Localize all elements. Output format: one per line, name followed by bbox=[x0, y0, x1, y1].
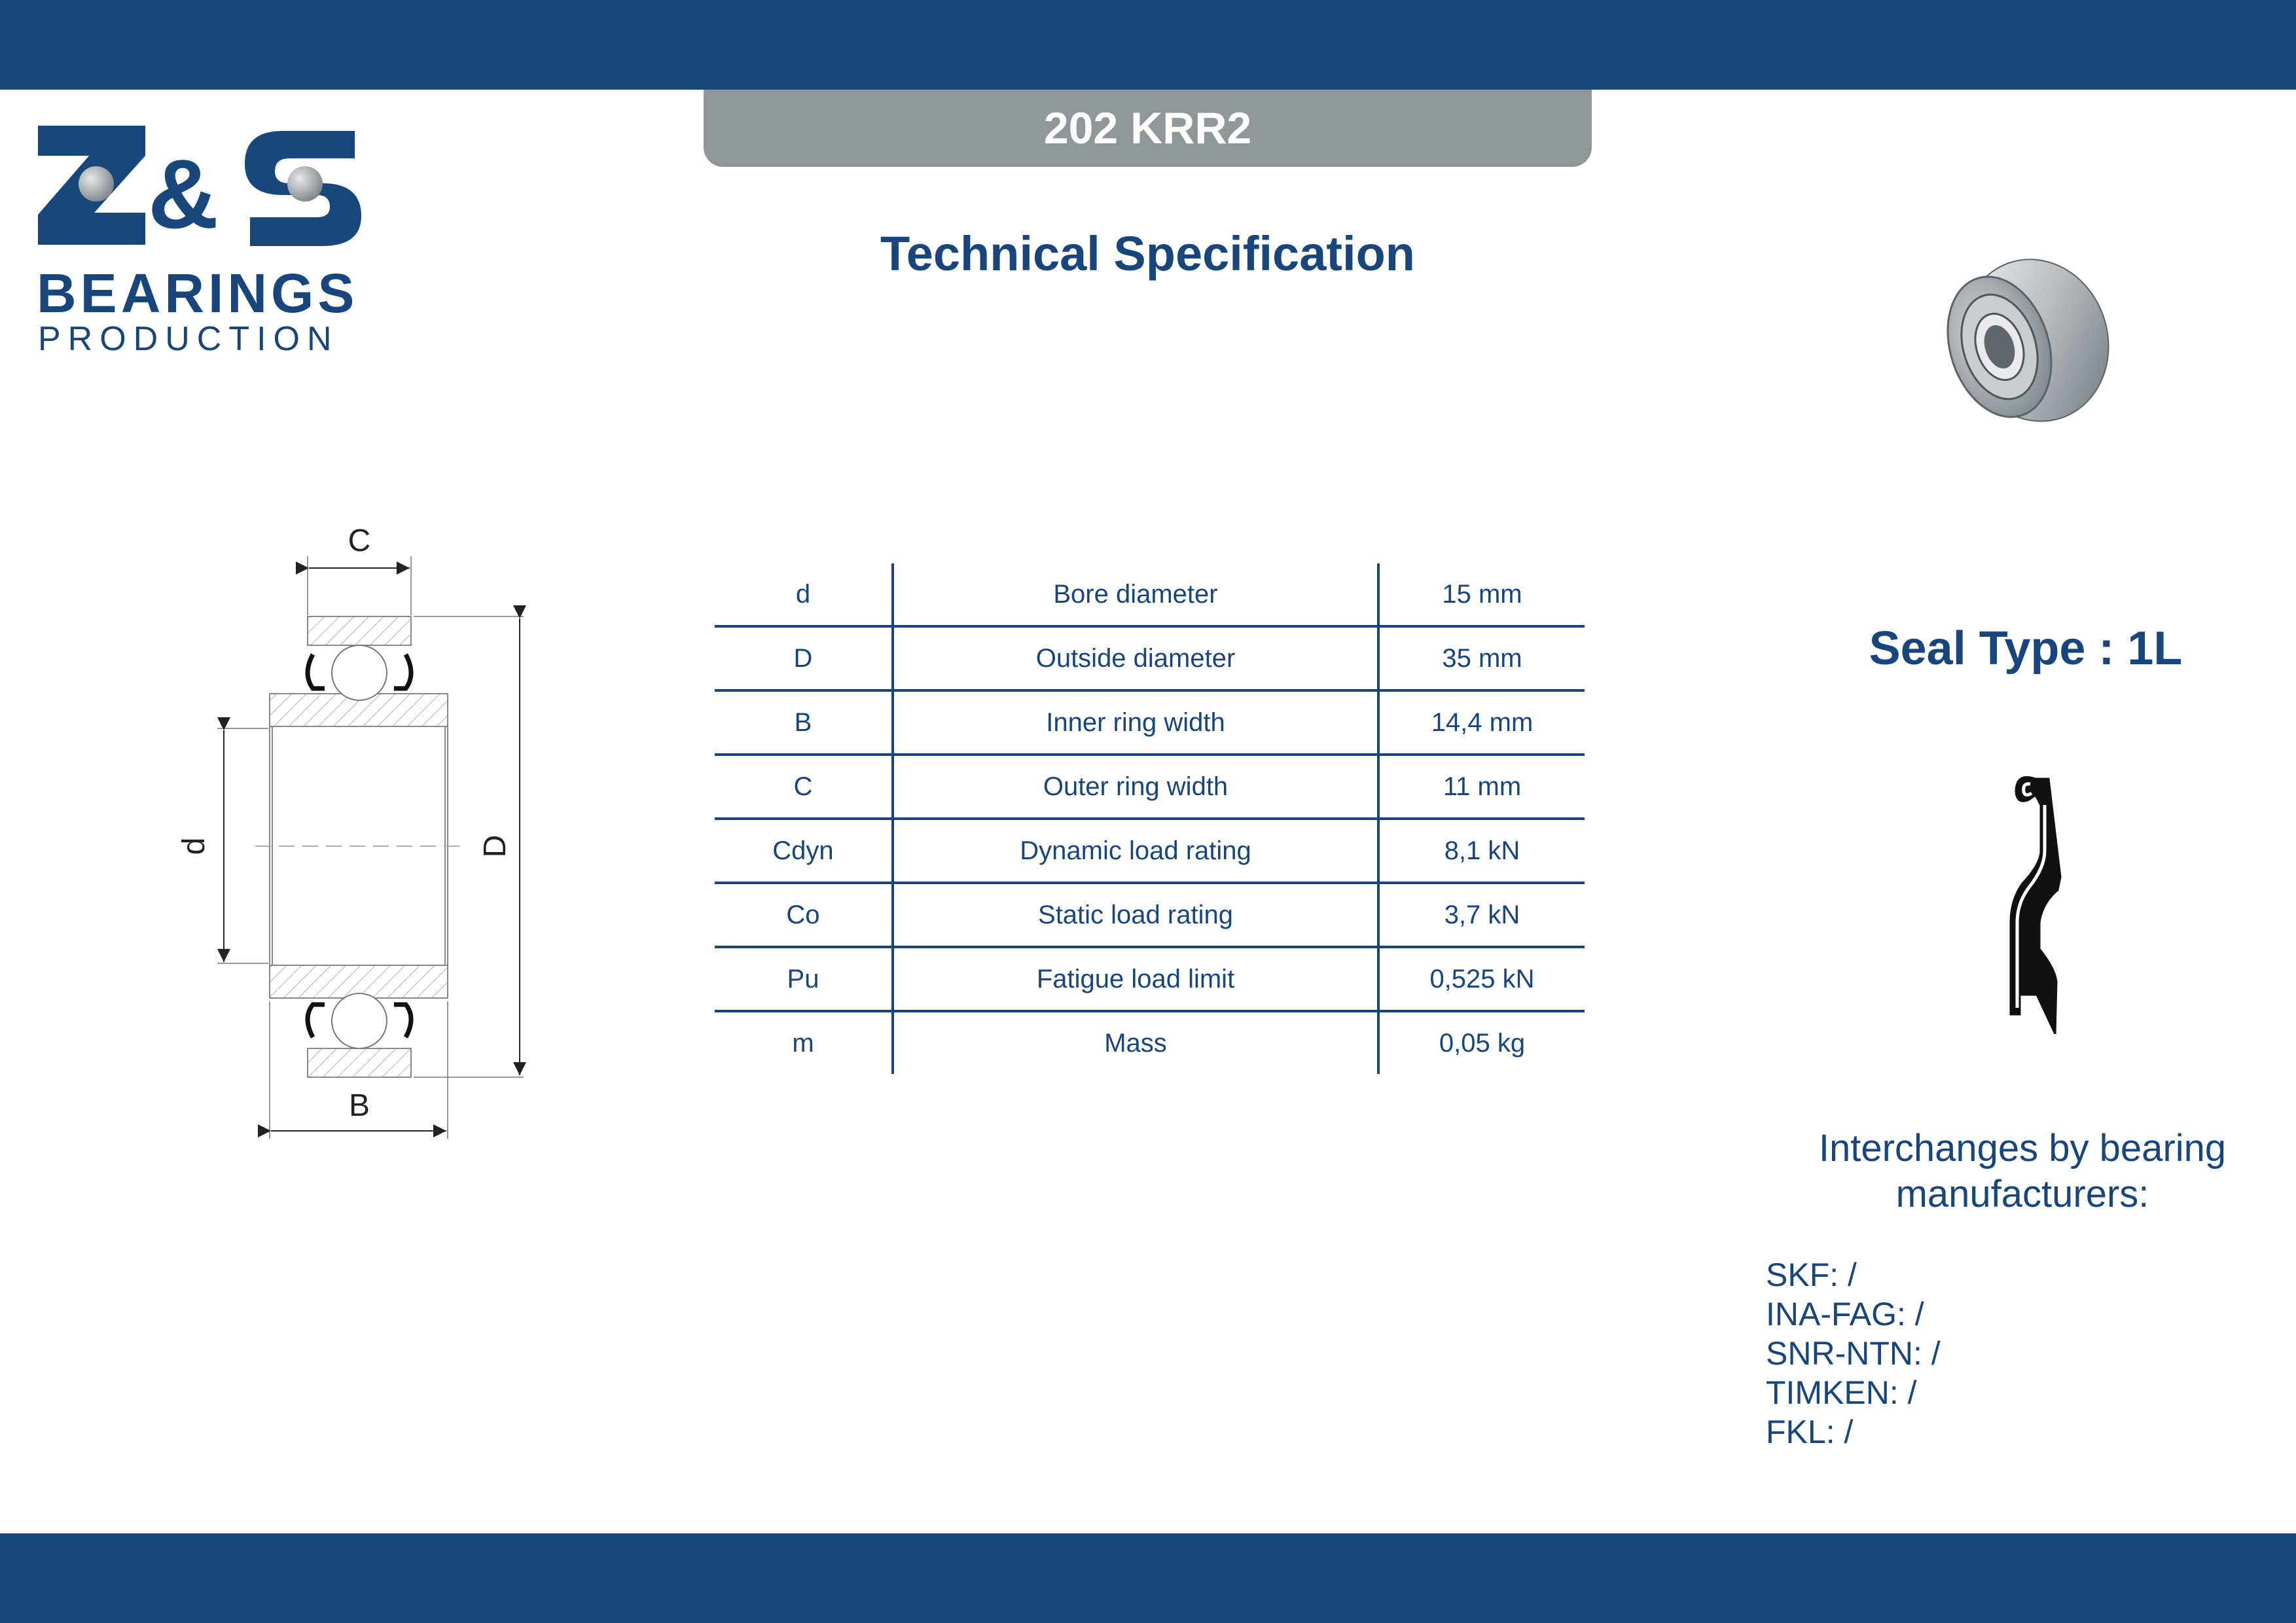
interchange-list: SKF: / INA-FAG: / SNR-NTN: / TIMKEN: / F… bbox=[1766, 1255, 1941, 1452]
svg-text:&: & bbox=[148, 139, 219, 249]
spec-symbol: B bbox=[715, 690, 894, 756]
spec-value: 0,525 kN bbox=[1378, 947, 1585, 1012]
spec-row: Co Static load rating 3,7 kN bbox=[715, 883, 1585, 948]
dimension-label-d-outside: D bbox=[478, 835, 512, 858]
spec-row: D Outside diameter 35 mm bbox=[715, 626, 1585, 692]
spec-description: Static load rating bbox=[893, 883, 1380, 948]
spec-row: m Mass 0,05 kg bbox=[715, 1011, 1585, 1074]
spec-row: Cdyn Dynamic load rating 8,1 kN bbox=[715, 819, 1585, 884]
seal-type-title: Seal Type : 1L bbox=[1869, 622, 2183, 675]
spec-value: 35 mm bbox=[1378, 626, 1585, 692]
dimension-label-c: C bbox=[348, 524, 371, 558]
spec-symbol: C bbox=[715, 755, 894, 820]
interchange-item-skf: SKF: / bbox=[1766, 1257, 1857, 1293]
interchange-item-ina-fag: INA-FAG: / bbox=[1766, 1296, 1924, 1332]
spec-symbol: D bbox=[715, 626, 894, 692]
spec-description: Mass bbox=[893, 1011, 1380, 1074]
spec-value: 8,1 kN bbox=[1378, 819, 1585, 884]
spec-row: C Outer ring width 11 mm bbox=[715, 755, 1585, 820]
spec-symbol: Co bbox=[715, 883, 894, 948]
spec-symbol: Pu bbox=[715, 947, 894, 1012]
bottom-band bbox=[0, 1533, 2296, 1623]
zs-logo-mark: & bbox=[38, 126, 361, 249]
spec-symbol: d bbox=[715, 563, 894, 628]
model-tab: 202 KRR2 bbox=[704, 90, 1592, 167]
dimension-label-d-bore: d bbox=[177, 838, 211, 855]
top-band bbox=[0, 0, 2296, 90]
spec-description: Outer ring width bbox=[893, 755, 1380, 820]
page-title: Technical Specification bbox=[880, 226, 1415, 281]
interchange-item-timken: TIMKEN: / bbox=[1766, 1374, 1917, 1411]
spec-row: Pu Fatigue load limit 0,525 kN bbox=[715, 947, 1585, 1012]
spec-value: 14,4 mm bbox=[1378, 690, 1585, 756]
bearing-product-image bbox=[1946, 259, 2109, 422]
bearing-cross-section-drawing: C B d D bbox=[177, 524, 526, 1139]
spec-description: Dynamic load rating bbox=[893, 819, 1380, 884]
spec-value: 15 mm bbox=[1378, 563, 1585, 628]
interchange-item-fkl: FKL: / bbox=[1766, 1414, 1854, 1450]
interchange-title: Interchanges by bearing manufacturers: bbox=[1761, 1126, 2284, 1217]
spec-value: 0,05 kg bbox=[1439, 1028, 1526, 1058]
logo-bearings-text: BEARINGS bbox=[37, 262, 359, 324]
spec-description: Bore diameter bbox=[893, 563, 1380, 628]
interchange-title-line1: Interchanges by bearing bbox=[1818, 1127, 2227, 1169]
spec-description: Outside diameter bbox=[893, 626, 1380, 692]
spec-row: d Bore diameter 15 mm bbox=[715, 563, 1585, 628]
spec-value: 11 mm bbox=[1378, 755, 1585, 820]
spec-description: Inner ring width bbox=[893, 690, 1380, 756]
spec-description: Fatigue load limit bbox=[893, 947, 1380, 1012]
interchange-title-line2: manufacturers: bbox=[1895, 1173, 2149, 1215]
seal-profile-drawing bbox=[2009, 776, 2062, 1034]
spec-table: d Bore diameter 15 mm D Outside diameter… bbox=[715, 563, 1585, 1074]
dimension-label-b: B bbox=[349, 1088, 370, 1123]
spec-symbol: m bbox=[715, 1011, 894, 1074]
brand-logo: & BEARINGS PRODUCTION bbox=[34, 118, 374, 360]
spec-symbol: Cdyn bbox=[715, 819, 894, 884]
spec-row: B Inner ring width 14,4 mm bbox=[715, 690, 1585, 756]
interchange-item-snr-ntn: SNR-NTN: / bbox=[1766, 1335, 1941, 1372]
spec-value: 3,7 kN bbox=[1378, 883, 1585, 948]
logo-production-text: PRODUCTION bbox=[38, 320, 339, 358]
